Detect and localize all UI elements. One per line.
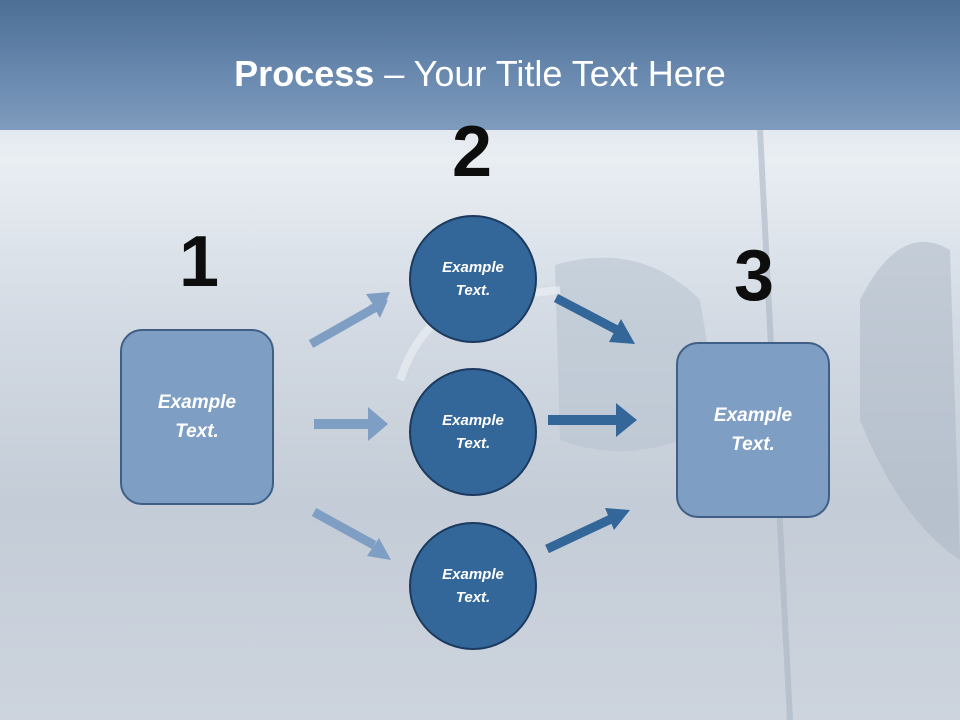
step-number-1: 1 [178,222,220,302]
left-box: Example Text. [120,329,274,505]
arrow-circle-1-to-right [553,294,635,344]
right-box: Example Text. [676,342,830,518]
title-rest: – Your Title Text Here [374,53,726,94]
step-number-3: 3 [733,236,775,316]
right-box-label: Example Text. [713,405,793,455]
circle-2-label: Example Text. [442,412,504,452]
circle-2: Example Text. [409,368,537,496]
arrow-left-to-circle-3 [311,508,391,560]
circle-3-label: Example Text. [442,566,504,606]
title-band [0,0,960,130]
slide-title: Process – Your Title Text Here [0,52,960,96]
step-number-2: 2 [451,112,493,192]
arrow-left-to-circle-1 [308,292,390,348]
circle-1: Example Text. [409,215,537,343]
title-bold: Process [234,53,375,94]
left-box-label: Example Text. [157,392,237,442]
arrow-circle-2-to-right [548,403,637,437]
arrow-circle-3-to-right [545,508,630,554]
circle-1-label: Example Text. [442,259,504,299]
arrow-left-to-circle-2 [314,407,388,441]
circle-3: Example Text. [409,522,537,650]
